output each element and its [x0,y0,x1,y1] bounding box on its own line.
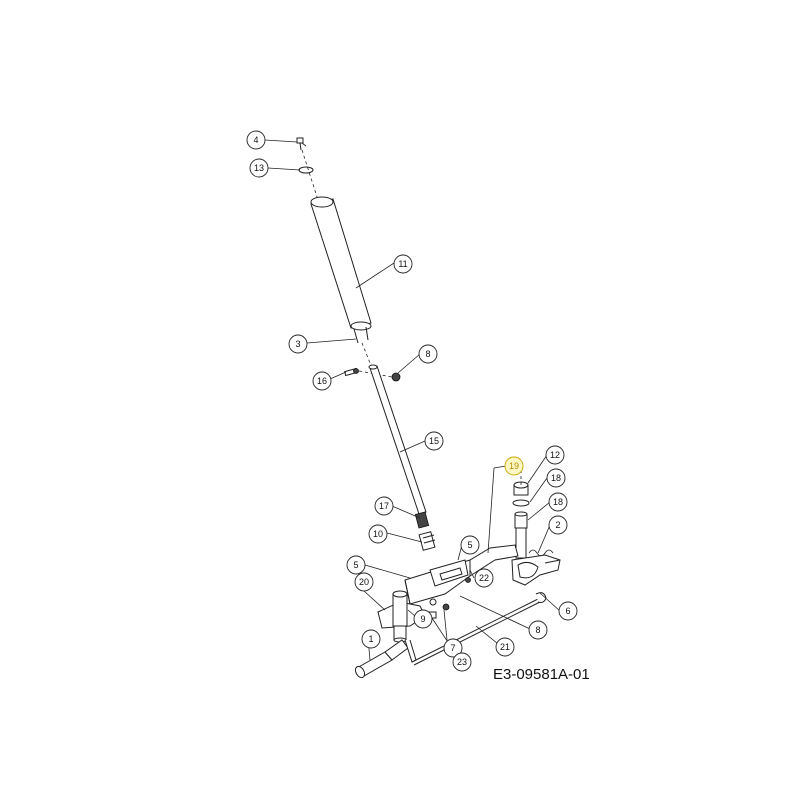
assembly-axis-top [301,149,319,201]
steering-shaft [368,364,427,515]
callout-9: 9 [413,609,433,629]
callout-21: 21 [495,637,515,657]
callout-20: 20 [354,572,374,592]
callout-10: 10 [368,524,388,544]
callout-18-lower: 18 [548,492,568,512]
callout-17: 17 [374,496,394,516]
svg-text:16: 16 [317,376,327,386]
callout-3: 3 [288,334,308,354]
svg-text:12: 12 [550,450,560,460]
callout-8-upper: 8 [418,344,438,364]
svg-text:8: 8 [425,349,430,359]
pinion-gear [418,531,436,551]
callout-15: 15 [424,431,444,451]
callout-5-left: 5 [346,555,366,575]
callout-13: 13 [249,158,269,178]
callout-18-upper: 18 [546,468,566,488]
washer-part [298,166,314,174]
callout-7: 7 [443,638,463,658]
pin-part [344,367,359,377]
svg-text:19: 19 [509,461,519,471]
callout-23: 23 [452,652,472,672]
diagram-reference-code: E3-09581A-01 [493,666,590,683]
svg-text:15: 15 [429,436,439,446]
svg-text:11: 11 [398,259,407,269]
svg-text:8: 8 [535,625,540,635]
svg-text:9: 9 [420,614,425,624]
shaft-gear [414,511,430,529]
callout-8-lower: 8 [528,620,548,640]
callout-6: 6 [558,601,578,621]
svg-text:22: 22 [479,573,489,583]
svg-text:13: 13 [254,163,264,173]
left-spindle [354,639,409,679]
callout-2: 2 [548,515,568,535]
svg-text:10: 10 [373,529,383,539]
svg-text:2: 2 [555,520,560,530]
svg-text:5: 5 [353,560,358,570]
nut-part [391,372,401,382]
assembly-axis-mid [361,342,373,369]
callout-5-right: 5 [460,535,480,555]
svg-text:18: 18 [551,473,561,483]
callout-11: 11 [393,254,413,274]
svg-text:21: 21 [500,642,510,652]
leader-lines [264,139,561,663]
svg-text:7: 7 [450,643,455,653]
svg-text:20: 20 [359,577,369,587]
svg-text:6: 6 [565,606,570,616]
spring-clip [528,549,554,557]
callout-12: 12 [545,445,565,465]
callout-22: 22 [474,568,494,588]
svg-text:18: 18 [553,497,563,507]
steering-arm-link [404,639,417,663]
svg-text:4: 4 [253,135,258,145]
callout-16: 16 [312,371,332,391]
svg-text:5: 5 [467,540,472,550]
axle-frame [404,544,519,605]
svg-text:3: 3 [295,339,300,349]
left-knuckle [377,590,426,643]
callout-19: 19 [504,456,524,476]
svg-text:23: 23 [457,657,467,667]
upper-steering-tube [310,196,372,344]
svg-text:1: 1 [368,634,373,644]
callout-1: 1 [361,629,381,649]
screw-part [296,137,307,151]
callout-4: 4 [246,130,266,150]
right-knuckle-arm [511,554,561,586]
svg-text:17: 17 [379,501,389,511]
tie-rod [411,592,547,666]
